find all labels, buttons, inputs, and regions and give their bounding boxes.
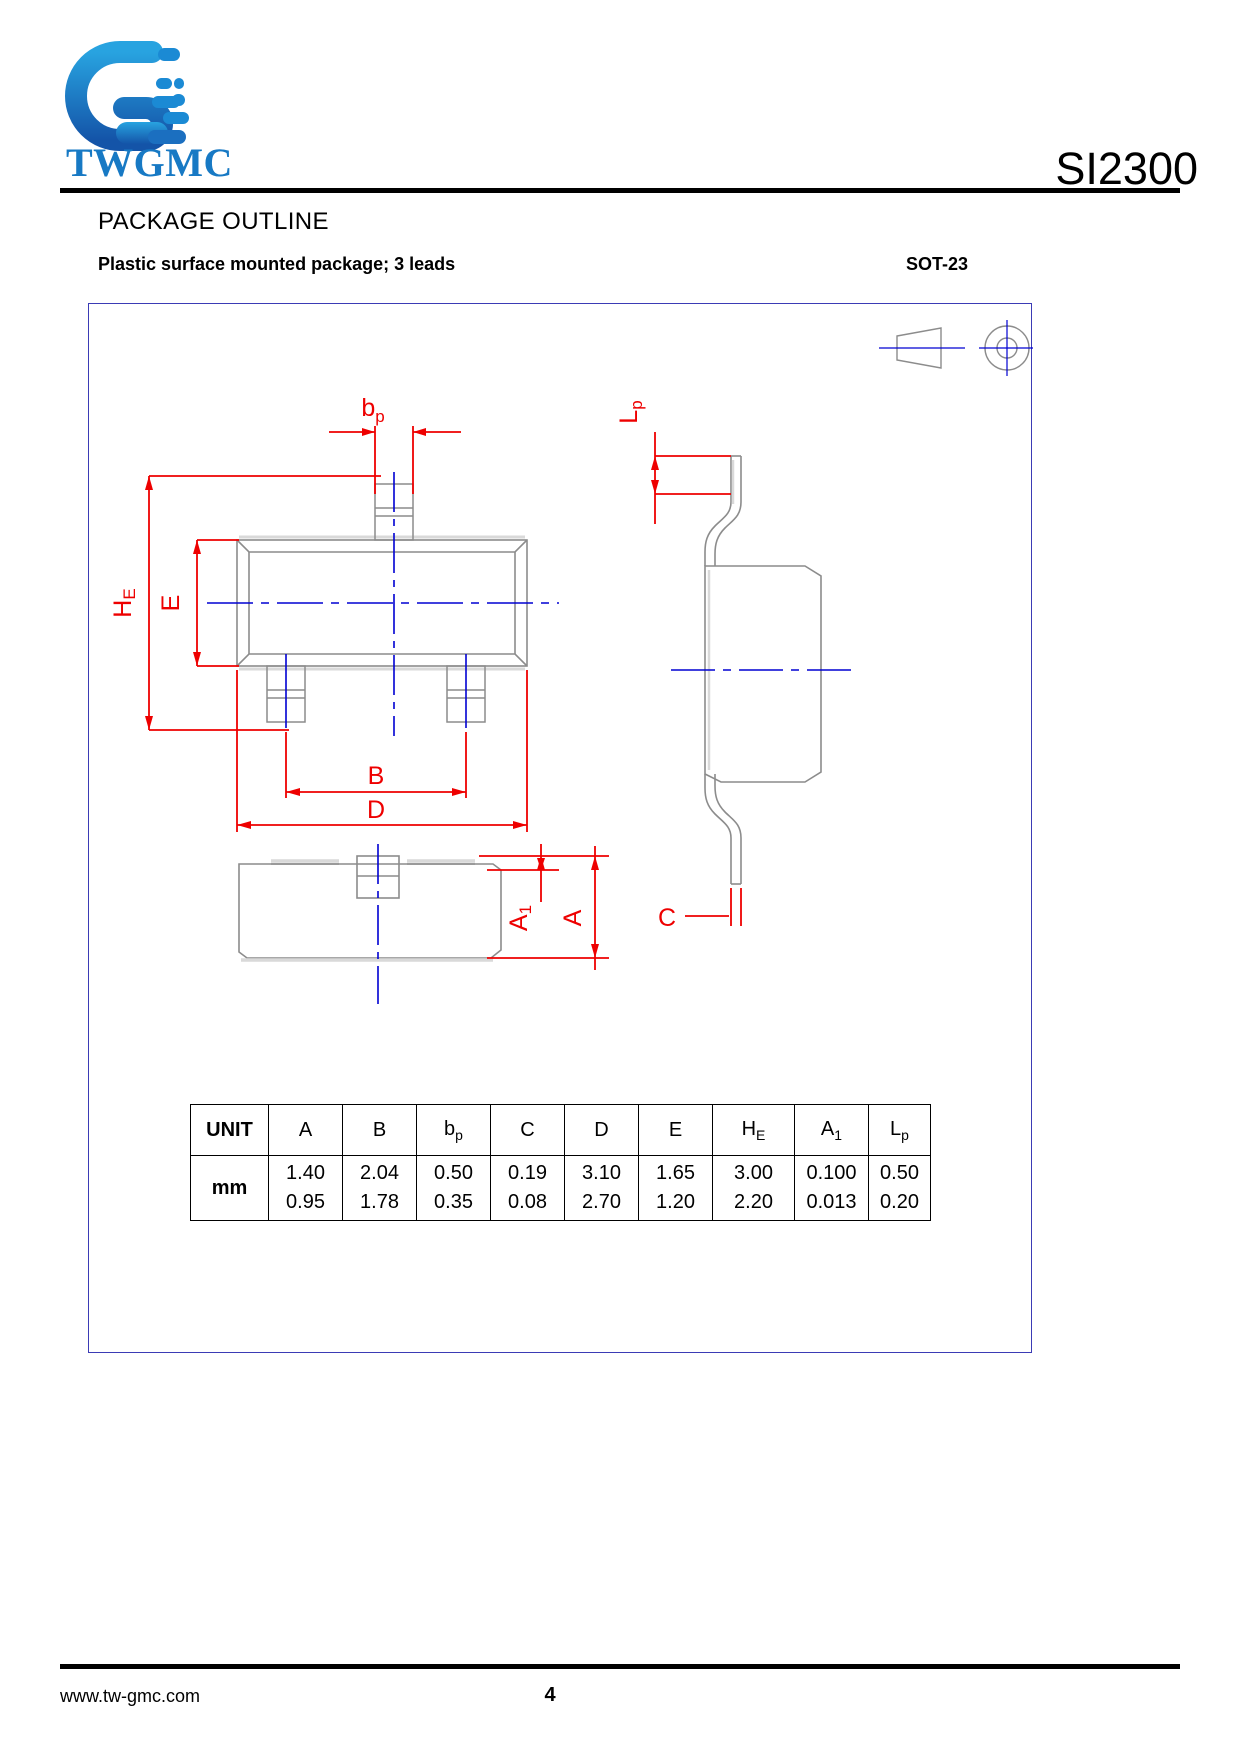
table-row: mm 1.40 0.95 2.04 1.78 0.50 0.35 0.19 0.… — [190, 1155, 931, 1221]
footer-page-number: 4 — [544, 1684, 556, 1706]
header-bp: bp — [416, 1104, 491, 1156]
header-E: E — [638, 1104, 713, 1156]
header-A1: A1 — [794, 1104, 869, 1156]
page-title: SI2300 — [1055, 143, 1198, 194]
table-header-row: UNIT A B bp C D E HE A1 Lp — [190, 1104, 931, 1156]
cell-D-max: 3.10 — [582, 1162, 621, 1184]
cell-HE-min: 2.20 — [734, 1191, 773, 1213]
cell-C: 0.19 0.08 — [490, 1155, 565, 1221]
header-A: A — [268, 1104, 343, 1156]
company-logo: TWGMC — [60, 38, 250, 188]
dimension-lines-side-view — [654, 432, 742, 926]
cell-E-min: 1.20 — [656, 1191, 695, 1213]
centerlines-top-view — [207, 472, 559, 736]
package-code-label: SOT-23 — [906, 254, 969, 274]
header-B: B — [342, 1104, 417, 1156]
header-HE: HE — [712, 1104, 795, 1156]
label-D: D — [367, 796, 385, 824]
footer-url[interactable]: www.tw-gmc.com — [60, 1686, 201, 1706]
footer-divider — [60, 1664, 1180, 1669]
cell-E-max: 1.65 — [656, 1162, 695, 1184]
cell-HE: 3.00 2.20 — [712, 1155, 795, 1221]
twgmc-g-logo-icon — [65, 41, 189, 151]
cell-A1: 0.100 0.013 — [794, 1155, 869, 1221]
label-A: A — [559, 909, 587, 926]
header-C: C — [490, 1104, 565, 1156]
package-outline-drawing: bp HE E B D — [109, 320, 1033, 1004]
label-bp: bp — [361, 394, 384, 426]
label-B: B — [368, 762, 385, 790]
label-C: C — [658, 904, 676, 932]
dimension-lines-top-view — [148, 426, 528, 832]
logo-wordmark: TWGMC — [66, 140, 233, 185]
section-subtitle: Plastic surface mounted package; 3 leads — [98, 254, 456, 274]
cell-C-max: 0.19 — [508, 1162, 547, 1184]
header-divider — [60, 188, 1180, 193]
cell-A1-min: 0.013 — [806, 1191, 857, 1213]
cell-HE-max: 3.00 — [734, 1162, 773, 1184]
cell-D: 3.10 2.70 — [564, 1155, 639, 1221]
front-view: A1 A — [238, 844, 609, 1004]
first-angle-projection-symbol-icon — [879, 320, 1033, 376]
cell-A: 1.40 0.95 — [268, 1155, 343, 1221]
cell-A1-max: 0.100 — [806, 1162, 857, 1184]
cell-bp: 0.50 0.35 — [416, 1155, 491, 1221]
cell-bp-max: 0.50 — [434, 1162, 473, 1184]
cell-D-min: 2.70 — [582, 1191, 621, 1213]
cell-A-max: 1.40 — [286, 1162, 325, 1184]
cell-A-min: 0.95 — [286, 1191, 325, 1213]
header-D: D — [564, 1104, 639, 1156]
label-E: E — [157, 595, 185, 612]
cell-unit: mm — [190, 1155, 269, 1221]
top-view: bp HE E B D — [109, 394, 559, 832]
header-Lp: Lp — [868, 1104, 931, 1156]
side-view: Lp C — [615, 400, 859, 932]
header-unit: UNIT — [190, 1104, 269, 1156]
label-A1: A1 — [505, 905, 535, 931]
dimension-table-container: UNIT A B bp C D E HE A1 Lp mm 1.40 0.95 — [190, 1104, 931, 1221]
section-heading: PACKAGE OUTLINE — [98, 208, 329, 235]
cell-Lp-min: 0.20 — [880, 1191, 919, 1213]
dimension-table: UNIT A B bp C D E HE A1 Lp mm 1.40 0.95 — [190, 1104, 931, 1221]
cell-bp-min: 0.35 — [434, 1191, 473, 1213]
cell-Lp-max: 0.50 — [880, 1162, 919, 1184]
cell-E: 1.65 1.20 — [638, 1155, 713, 1221]
dimension-arrowheads-top-view — [145, 428, 527, 829]
page-header: TWGMC SI2300 — [0, 0, 1240, 200]
label-Lp: Lp — [615, 400, 646, 423]
cell-B-max: 2.04 — [360, 1162, 399, 1184]
cell-B: 2.04 1.78 — [342, 1155, 417, 1221]
label-HE: HE — [109, 588, 139, 617]
cell-B-min: 1.78 — [360, 1191, 399, 1213]
cell-Lp: 0.50 0.20 — [868, 1155, 931, 1221]
cell-C-min: 0.08 — [508, 1191, 547, 1213]
